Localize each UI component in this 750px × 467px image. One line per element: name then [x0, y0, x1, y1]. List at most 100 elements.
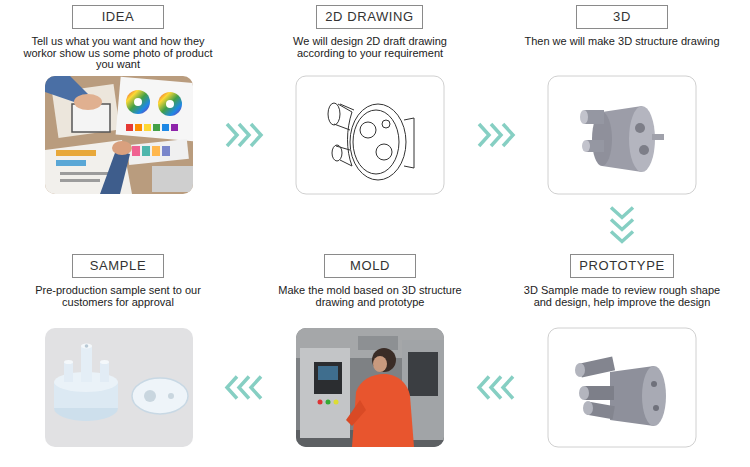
chevron — [491, 124, 501, 146]
step-title-box: 3D — [576, 5, 668, 29]
drawing-2d — [296, 76, 444, 194]
drawing-2d-part — [404, 118, 414, 168]
prototype-part-part — [579, 386, 589, 400]
idea-photo-part — [135, 124, 142, 131]
drawing-2d-part — [350, 104, 406, 180]
idea-photo-part — [56, 160, 86, 166]
mold-photo-part — [358, 336, 398, 350]
drawing-2d-part — [328, 103, 340, 125]
idea-photo-part — [45, 140, 132, 194]
process-step: SAMPLE Pre-production sample sent to our … — [18, 254, 218, 448]
flow-arrow — [227, 377, 261, 399]
drawing-2d-part — [340, 104, 354, 110]
step-description: Tell us what you want and how they worko… — [18, 36, 218, 71]
sample-photo-part — [45, 328, 193, 447]
sample-photo-part — [132, 378, 188, 414]
mold-photo-part — [300, 348, 350, 438]
mold-photo-part — [334, 400, 339, 405]
drawing-2d-part — [382, 120, 390, 128]
mold-photo-part — [346, 400, 366, 426]
step-title-box: MOLD — [324, 254, 416, 278]
chevron — [251, 124, 261, 146]
idea-photo-part — [132, 146, 140, 156]
prototype-part-part — [575, 363, 585, 377]
idea-photo-part — [56, 150, 96, 156]
prototype-part — [548, 328, 696, 447]
process-step: 2D DRAWING We will design 2D draft drawin… — [270, 5, 470, 195]
idea-photo-part — [153, 124, 160, 131]
step-title: 3D — [613, 6, 631, 28]
step-title-box: 2D DRAWING — [316, 5, 423, 29]
drawing-2d-part — [376, 144, 392, 160]
step-title-box: SAMPLE — [72, 254, 164, 278]
chevron — [227, 124, 237, 146]
mold-photo-part — [296, 328, 444, 447]
prototype-part-part — [548, 328, 696, 447]
sample-photo-part — [85, 344, 89, 348]
drawing-3d-part — [580, 110, 588, 124]
chevron — [491, 377, 501, 399]
process-step: 3DThen we will make 3D structure drawing — [522, 5, 722, 195]
mold-photo-part — [408, 352, 438, 396]
drawing-3d-part — [639, 145, 649, 155]
drawing-3d-part — [652, 134, 664, 140]
step-title-box: IDEA — [72, 5, 164, 29]
drawing-2d-part — [328, 103, 414, 180]
chevron — [239, 124, 249, 146]
mold-photo — [296, 328, 444, 447]
mold-photo-part — [372, 348, 396, 372]
idea-photo-part — [134, 98, 142, 106]
drawing-3d — [548, 76, 696, 194]
idea-photo-part — [100, 150, 130, 194]
chevron — [611, 208, 633, 218]
idea-photo-part — [158, 92, 182, 116]
sample-photo-part — [168, 393, 174, 399]
chevron — [611, 232, 633, 242]
sample-photo-part — [81, 346, 92, 382]
sample-photo-part — [64, 362, 73, 382]
process-step: IDEA Tell us what you want and how they w… — [18, 5, 218, 195]
prototype-part-part — [642, 366, 666, 426]
step-title: IDEA — [102, 6, 135, 28]
drawing-3d-part — [635, 123, 645, 133]
chevron — [479, 124, 489, 146]
drawing-2d-part — [353, 110, 399, 174]
mold-photo-part — [314, 362, 342, 394]
idea-photo-part — [126, 90, 150, 114]
idea-photo-part — [142, 146, 150, 156]
prototype-part-part — [651, 381, 657, 387]
idea-photo — [45, 76, 193, 194]
chevron — [239, 377, 249, 399]
mold-photo-part — [318, 366, 338, 380]
step-description: We will design 2D draft drawing accordin… — [270, 36, 470, 59]
flow-arrow — [479, 124, 513, 146]
idea-photo-part — [126, 124, 133, 131]
idea-photo-part — [144, 124, 151, 131]
idea-photo-part — [166, 100, 174, 108]
sample-photo-part — [64, 360, 73, 364]
drawing-2d-part — [360, 122, 376, 138]
idea-photo-part — [162, 124, 169, 131]
step-title: SAMPLE — [90, 255, 146, 277]
idea-photo-part — [116, 77, 193, 142]
chevron — [251, 377, 261, 399]
mold-photo-part — [318, 400, 323, 405]
chevron — [503, 124, 513, 146]
flow-arrow — [227, 124, 261, 146]
prototype-part-part — [583, 401, 593, 415]
step-title: PROTOTYPE — [579, 255, 664, 277]
drawing-2d-part — [348, 112, 353, 166]
drawing-2d-part — [296, 76, 444, 194]
mold-photo-part — [373, 356, 387, 372]
idea-photo-part — [112, 141, 132, 155]
mold-photo-part — [326, 400, 331, 405]
idea-photo-part — [127, 139, 189, 165]
sample-photo-part — [144, 390, 156, 402]
chevron — [479, 377, 489, 399]
sample-photo-part — [81, 344, 92, 349]
idea-photo-part — [162, 146, 170, 156]
step-description: Pre-production sample sent to our custom… — [18, 285, 218, 308]
drawing-2d-part — [332, 145, 342, 161]
